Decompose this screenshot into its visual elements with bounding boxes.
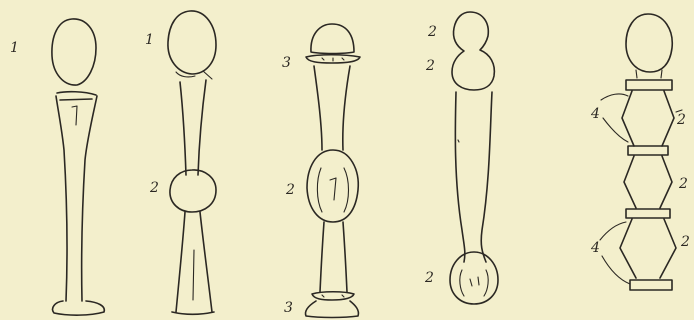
figure-1-label-1: 1 [10,40,19,56]
figure-3-label-middle: 2 [285,182,295,198]
figure-5-label-lower-right: 2 [680,234,690,250]
figure-3: 3 2 3 [282,24,360,318]
figure-5-label-upper-right: 2 [676,112,686,128]
figure-4-mark [458,140,459,142]
figure-3-foot [305,301,358,318]
figure-2-label-1: 1 [145,32,154,48]
figure-5-bracket-lower [600,222,630,284]
figure-5-bracket-upper [601,94,628,142]
figure-3-bulb-inner [317,168,348,212]
figure-3-label-bottom: 3 [284,300,293,316]
figure-3-bottom-collar [312,292,354,300]
figure-2-label-2: 2 [149,180,159,196]
figure-3-bulb [307,150,358,222]
figure-5-diamond-3 [620,219,676,278]
figure-1: 1 [10,19,104,315]
figure-2: 1 2 [145,11,216,314]
figure-3-collar-dots [322,58,344,61]
figure-5-diamond-2 [624,156,672,208]
figure-5-label-upper-left: 4 [590,106,600,122]
figure-4-base [450,252,498,304]
figure-5-head [626,14,672,72]
figure-2-bulb [170,170,216,212]
figure-3-lower-stem [320,222,347,292]
figure-3-bottom-dots [322,295,344,297]
figure-1-collar [57,92,96,100]
figure-2-shoulder [176,71,212,79]
figure-2-upper-stem [180,80,206,175]
figure-2-inner-line [193,250,194,300]
figure-4-base-inner [460,270,488,296]
figure-3-head [311,24,354,54]
figure-2-head [168,11,216,74]
figure-2-foot [172,312,214,314]
figure-4-body [455,92,492,262]
figure-5-bar-2 [628,146,668,155]
figure-4-label-bottom: 2 [424,270,434,286]
figure-5-base-bar [630,280,672,290]
figure-3-label-top: 3 [282,55,291,71]
figure-5-bar-3 [626,209,670,218]
figure-4-label-second: 2 [425,58,435,74]
figure-1-stem [56,96,97,301]
figure-4-head [452,12,494,90]
figure-5-diamond-1 [622,91,674,146]
figure-3-upper-stem [314,66,350,150]
figure-5-bar-1 [626,80,672,90]
figure-5-label-lower-left: 4 [590,240,600,256]
figure-1-head [52,19,96,85]
figure-1-foot [53,301,105,315]
figure-4-label-top: 2 [427,24,437,40]
figure-1-inner-mark [72,106,77,125]
figure-5: 4 2 2 4 2 [590,14,690,290]
figure-5-label-middle-right: 2 [678,176,688,192]
figure-4: 2 2 2 [424,12,498,304]
